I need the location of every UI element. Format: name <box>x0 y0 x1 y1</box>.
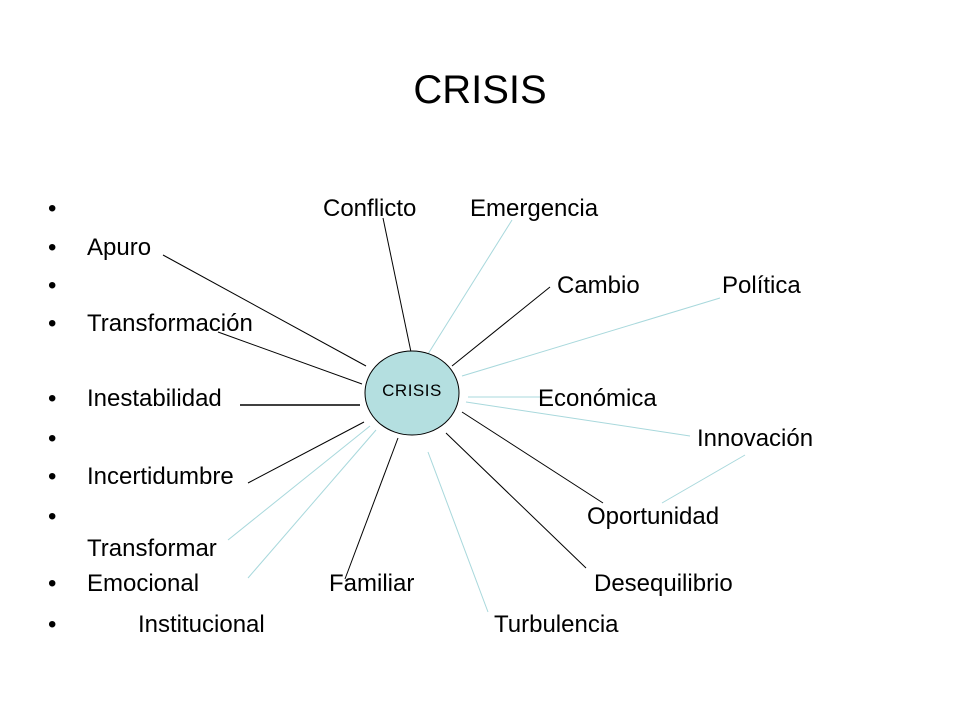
word-transformar: Transformar <box>87 535 217 562</box>
word-economica: Económica <box>538 385 657 412</box>
bullet-marker: • <box>48 570 57 597</box>
connector-familiar <box>344 437 399 580</box>
connector-turbulencia <box>427 451 489 613</box>
connector-emocional <box>247 429 377 579</box>
connector-transformacion <box>217 331 363 385</box>
connector-oportunidad <box>461 411 604 504</box>
connector-conflicto <box>382 217 412 353</box>
word-transformacion: Transformación <box>87 310 253 337</box>
connector-innovacion <box>465 401 691 437</box>
word-turbulencia: Turbulencia <box>494 611 619 638</box>
connector-desequilibrio <box>445 432 587 569</box>
word-desequilibrio: Desequilibrio <box>594 570 733 597</box>
slide-title: CRISIS <box>413 68 547 112</box>
hub-label: CRISIS <box>382 381 442 400</box>
bullet-marker: • <box>48 385 57 412</box>
bullet-marker: • <box>48 611 57 638</box>
word-inestabilidad: Inestabilidad <box>87 385 222 412</box>
word-incertidumbre: Incertidumbre <box>87 463 234 490</box>
connector-politica <box>461 297 721 377</box>
bullet-marker: • <box>48 272 57 299</box>
bullet-marker: • <box>48 463 57 490</box>
bullet-marker: • <box>48 234 57 261</box>
word-apuro: Apuro <box>87 234 152 261</box>
bullet-marker: • <box>48 503 57 530</box>
word-politica: Política <box>722 272 801 299</box>
bullet-marker: • <box>48 310 57 337</box>
connector-emergencia <box>427 219 513 355</box>
connector-incertidumbre <box>247 421 365 484</box>
word-institucional: Institucional <box>138 611 265 638</box>
word-familiar: Familiar <box>329 570 415 597</box>
bullet-marker: • <box>48 195 57 222</box>
word-innovacion: Innovación <box>697 425 814 452</box>
bullet-marker: • <box>48 425 57 452</box>
connector-cambio <box>451 286 551 367</box>
word-emergencia: Emergencia <box>470 195 599 222</box>
word-oportunidad: Oportunidad <box>587 503 720 530</box>
word-cambio: Cambio <box>557 272 640 299</box>
word-conflicto: Conflicto <box>323 195 417 222</box>
connector-apuro <box>162 254 367 367</box>
word-emocional: Emocional <box>87 570 200 597</box>
connector-oportunidad-innovacion <box>661 454 746 504</box>
connector-transformar <box>227 425 371 541</box>
crisis-hub <box>364 350 460 436</box>
